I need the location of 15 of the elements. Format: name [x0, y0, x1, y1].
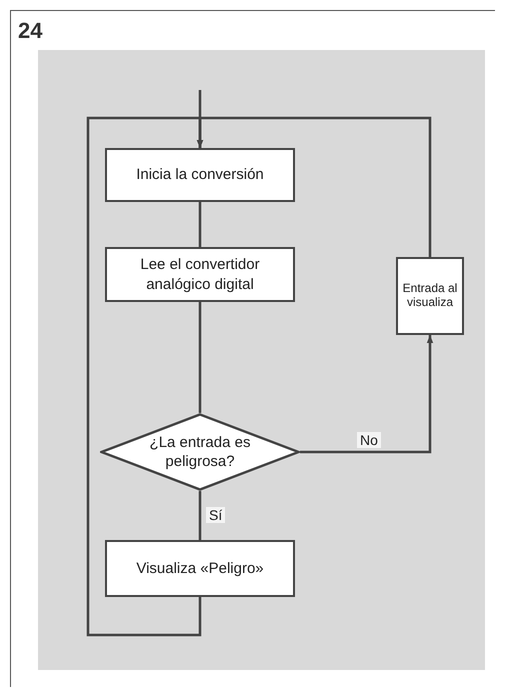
node-text: Lee el convertidor analógico digital: [139, 255, 261, 294]
edge-label: No: [357, 432, 381, 448]
connector-arrow: [300, 335, 434, 454]
decision-diamond: [100, 413, 300, 491]
node-text: Entrada al visualiza: [402, 282, 458, 310]
process-box: [396, 257, 464, 335]
figure-number: 24: [18, 18, 42, 44]
node-text: Visualiza «Peligro»: [136, 558, 264, 578]
node-text: ¿La entrada es peligrosa?: [148, 432, 252, 472]
process-box: [105, 540, 295, 597]
connector-arrow: [86, 116, 204, 636]
edge-label: Sí: [206, 506, 226, 522]
process-box: [105, 247, 295, 302]
node-text: Inicia la conversión: [136, 165, 264, 185]
process-box: [105, 148, 295, 202]
